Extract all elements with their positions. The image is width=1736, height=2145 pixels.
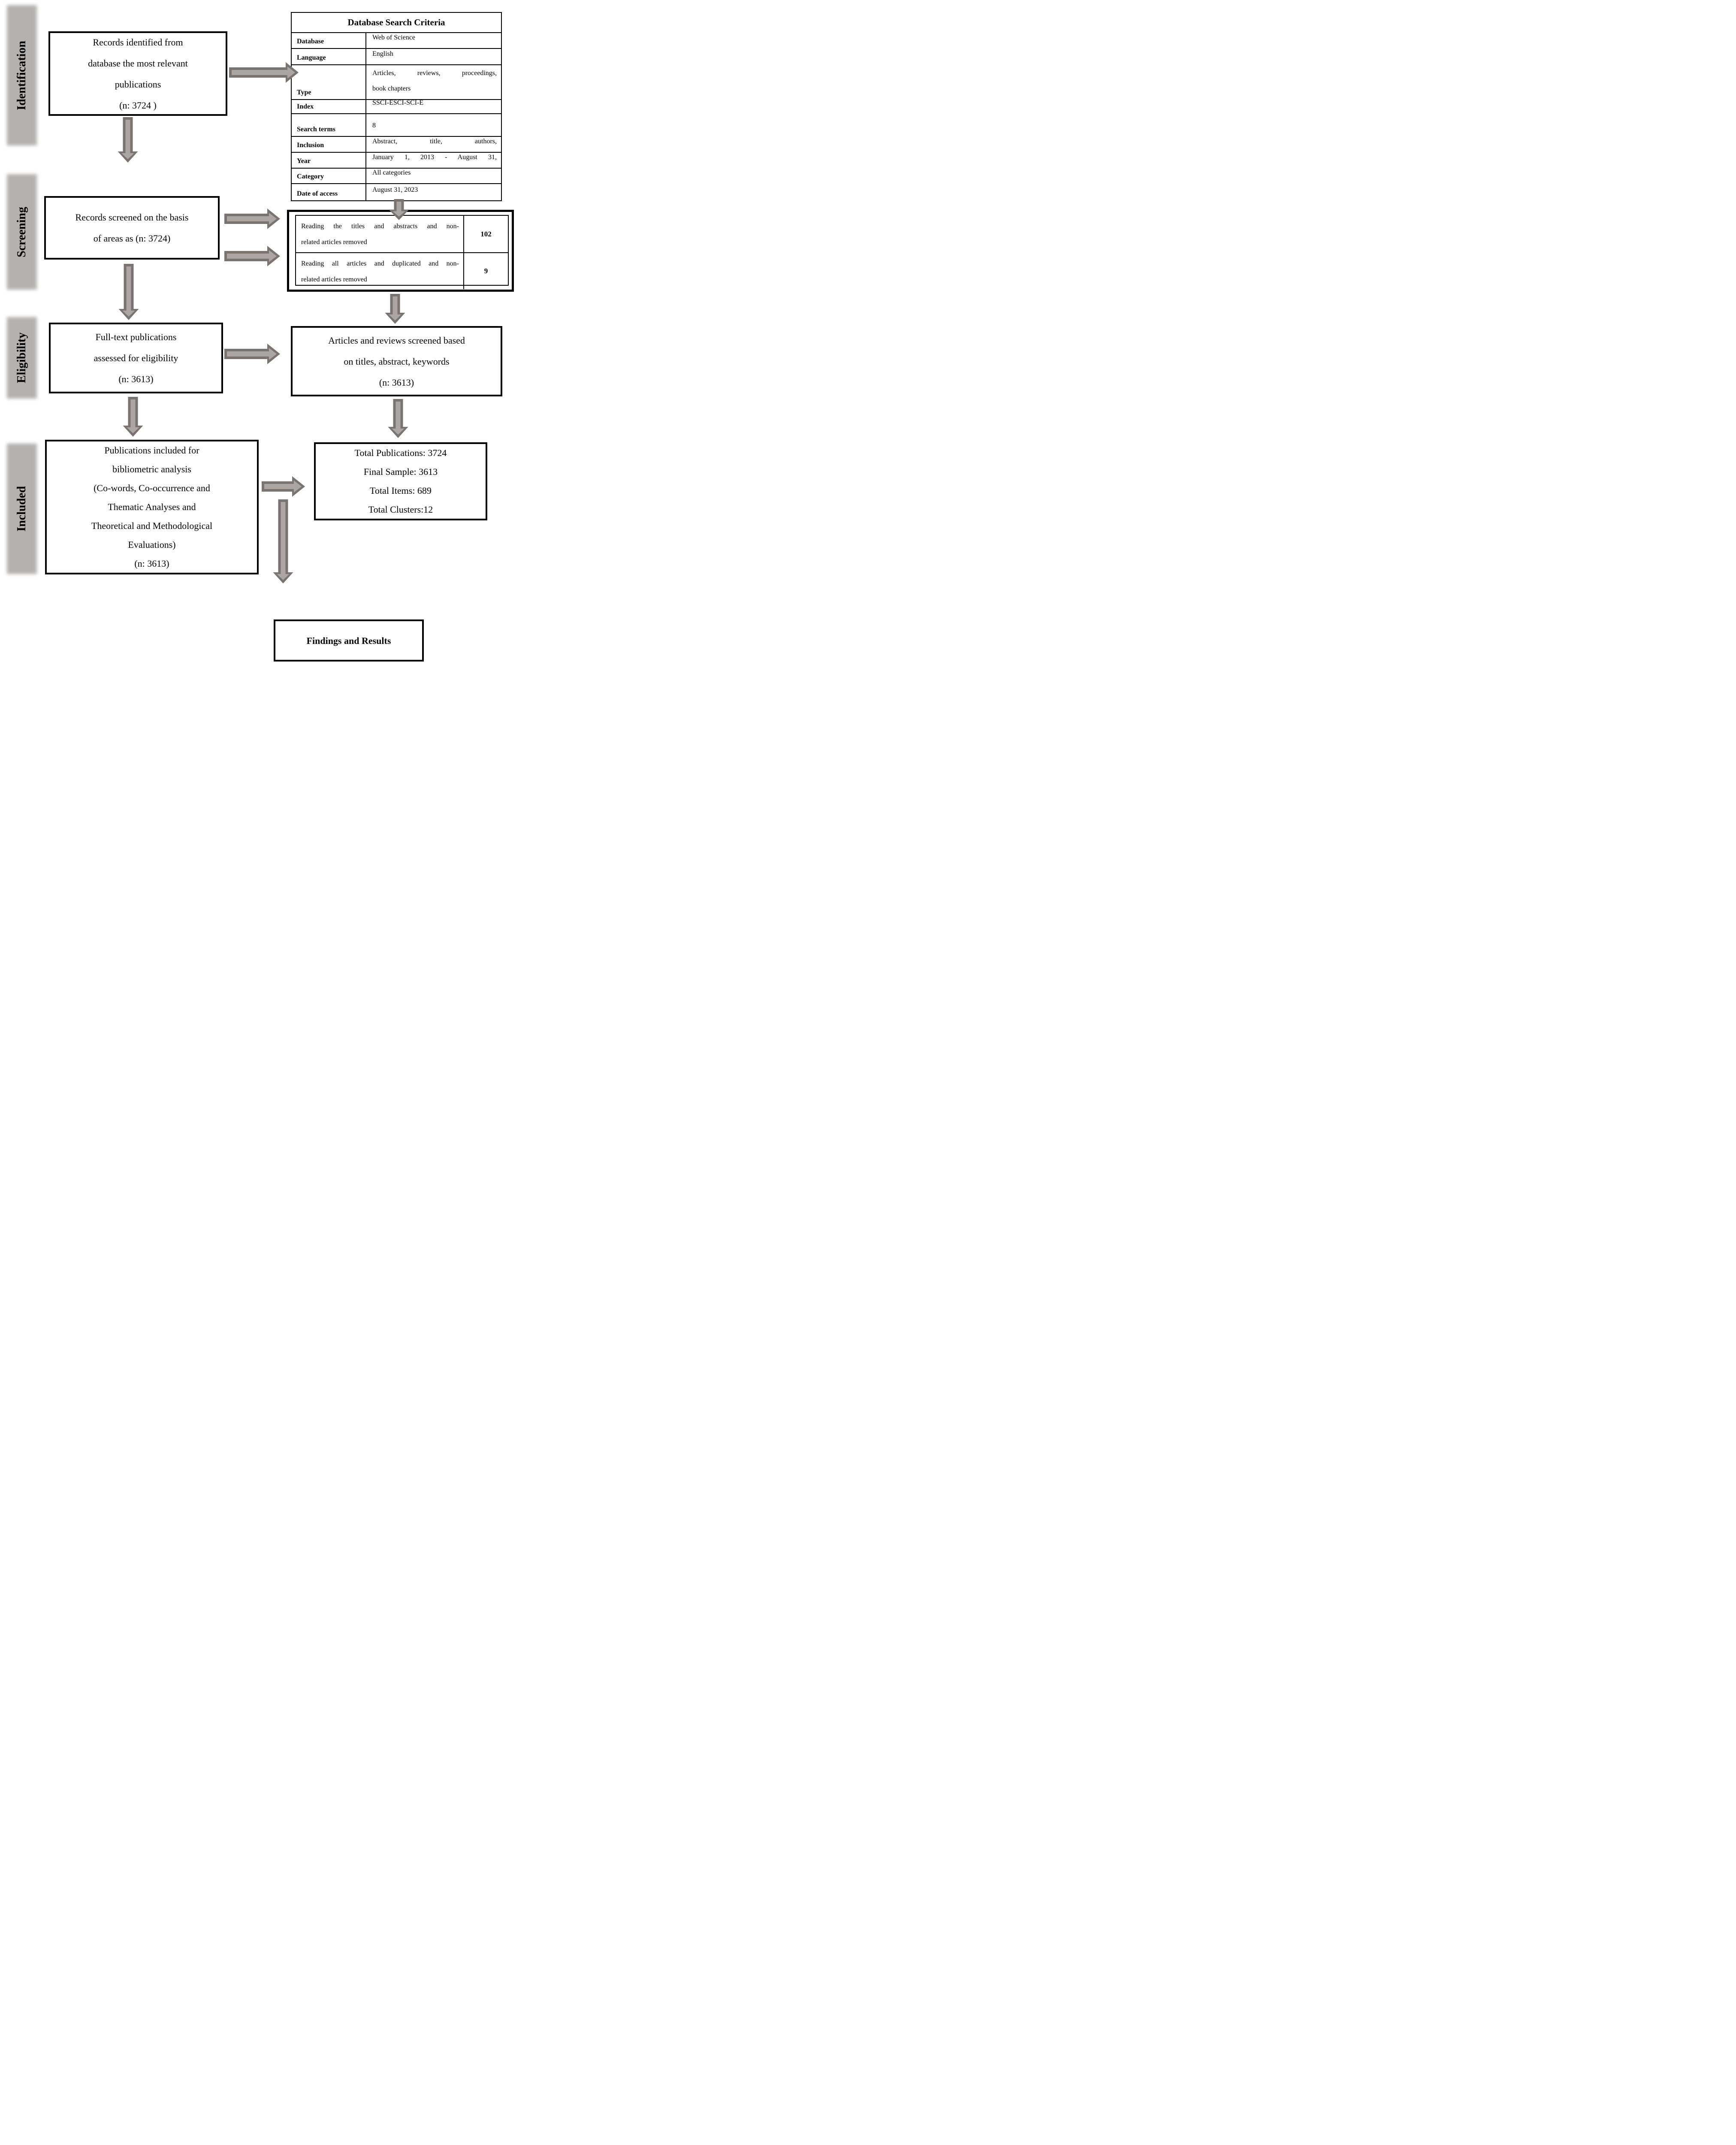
screening-result-count: 102 [463,216,508,252]
box-line: (n: 3724 ) [119,100,157,111]
screening-result-count: 9 [463,253,508,289]
box-line: bibliometric analysis [112,464,191,474]
table-row: Index SSCI-ESCI-SCI-E [292,99,501,114]
box-line: Final Sample: 3613 [363,466,438,477]
database-search-criteria-table: Database Search Criteria Database Web of… [291,12,502,201]
screening-result-text: Reading all articles and duplicated and … [301,260,459,283]
box-line: Theoretical and Methodological [91,520,213,531]
block-arrow-right-icon [224,246,280,266]
table-row: Database Web of Science [292,33,501,49]
stage-bar-identification: Identification [6,4,38,146]
criteria-label: Year [292,153,366,168]
screening-results-box: Reading the titles and abstracts and non… [287,210,514,292]
block-arrow-down-icon [389,199,409,220]
criteria-value: All categories [372,169,411,176]
box-line: Findings and Results [306,635,391,646]
stage-label-eligibility: Eligibility [15,332,28,384]
stage-label-identification: Identification [15,40,28,110]
box-line: Thematic Analyses and [108,502,196,512]
box-line: (n: 3613) [118,374,154,384]
criteria-value: January 1, 2013 - August 31, [372,154,497,161]
block-arrow-down-icon [385,294,405,324]
table-row: Year January 1, 2013 - August 31, [292,153,501,169]
screening-result-text: Reading the titles and abstracts and non… [301,223,459,246]
stage-bar-eligibility: Eligibility [6,316,38,399]
criteria-value: Abstract, title, authors, [372,138,497,145]
table-row: Type Articles, reviews, proceedings, boo… [292,65,501,100]
block-arrow-down-icon [118,264,139,320]
stage-bar-included: Included [6,443,38,575]
stage-bar-background [7,5,37,145]
full-text-box: Full-text publications assessed for elig… [49,323,223,393]
criteria-label: Inclusion [292,137,366,152]
records-screened-box: Records screened on the basis of areas a… [44,196,220,260]
block-arrow-right-icon [224,344,280,364]
criteria-label: Type [292,65,366,99]
block-arrow-down-icon [123,397,143,437]
criteria-value: SSCI-ESCI-SCI-E [372,99,424,106]
box-line: Total Items: 689 [370,485,432,496]
stage-bar-background [7,317,37,399]
table-row: Reading the titles and abstracts and non… [296,216,508,253]
criteria-label: Search terms [292,114,366,136]
included-publications-box: Publications included for bibliometric a… [45,440,259,574]
table-row: Search terms 8 [292,114,501,137]
criteria-label: Language [292,49,366,64]
stage-bar-background [7,444,37,574]
box-line: (n: 3613) [134,558,169,569]
records-identified-box: Records identified from database the mos… [48,31,227,116]
prisma-flow-diagram: Identification Screening Eligibility Inc… [0,0,521,668]
box-line: (Co-words, Co-occurrence and [94,483,210,493]
criteria-value: Articles, reviews, proceedings, book cha… [372,69,497,92]
box-line: publications [115,79,161,90]
box-line: Records identified from [93,36,183,48]
findings-results-box: Findings and Results [274,619,424,662]
criteria-value: English [372,50,393,57]
block-arrow-down-icon [273,499,293,583]
box-line: Total Clusters:12 [368,504,433,515]
box-line: Total Publications: 3724 [354,447,447,458]
box-line: Publications included for [104,445,199,456]
table-row: Date of access August 31, 2023 [292,184,501,200]
box-line: of areas as (n: 3724) [93,233,171,244]
stage-bar-background [7,174,37,290]
totals-box: Total Publications: 3724 Final Sample: 3… [314,442,487,520]
block-arrow-down-icon [118,117,138,163]
box-line: Evaluations) [128,539,176,550]
criteria-label: Category [292,169,366,183]
criteria-value: 8 [372,122,376,129]
box-line: database the most relevant [88,57,188,69]
articles-reviews-box: Articles and reviews screened based on t… [291,326,502,396]
table-row: Category All categories [292,169,501,184]
criteria-value: August 31, 2023 [372,186,418,193]
block-arrow-right-icon [229,62,299,83]
stage-label-included: Included [15,486,28,532]
table-row: Inclusion Abstract, title, authors, [292,137,501,153]
criteria-label: Date of access [292,184,366,200]
box-line: (n: 3613) [379,377,414,388]
box-line: Records screened on the basis [75,212,189,223]
block-arrow-right-icon [224,208,280,229]
criteria-label: Database [292,33,366,48]
box-line: on titles, abstract, keywords [344,356,450,367]
block-arrow-right-icon [262,476,305,497]
screening-results-table: Reading the titles and abstracts and non… [295,215,509,289]
block-arrow-down-icon [388,399,408,438]
stage-bar-screening: Screening [6,173,38,290]
table-row: Language English [292,49,501,65]
box-line: assessed for eligibility [94,353,178,363]
table-row: Reading all articles and duplicated and … [296,253,508,289]
stage-label-screening: Screening [15,206,28,257]
box-line: Full-text publications [95,332,177,342]
criteria-value: Web of Science [372,34,415,41]
box-line: Articles and reviews screened based [328,335,465,346]
criteria-label: Index [292,100,366,113]
criteria-table-title: Database Search Criteria [292,13,501,33]
